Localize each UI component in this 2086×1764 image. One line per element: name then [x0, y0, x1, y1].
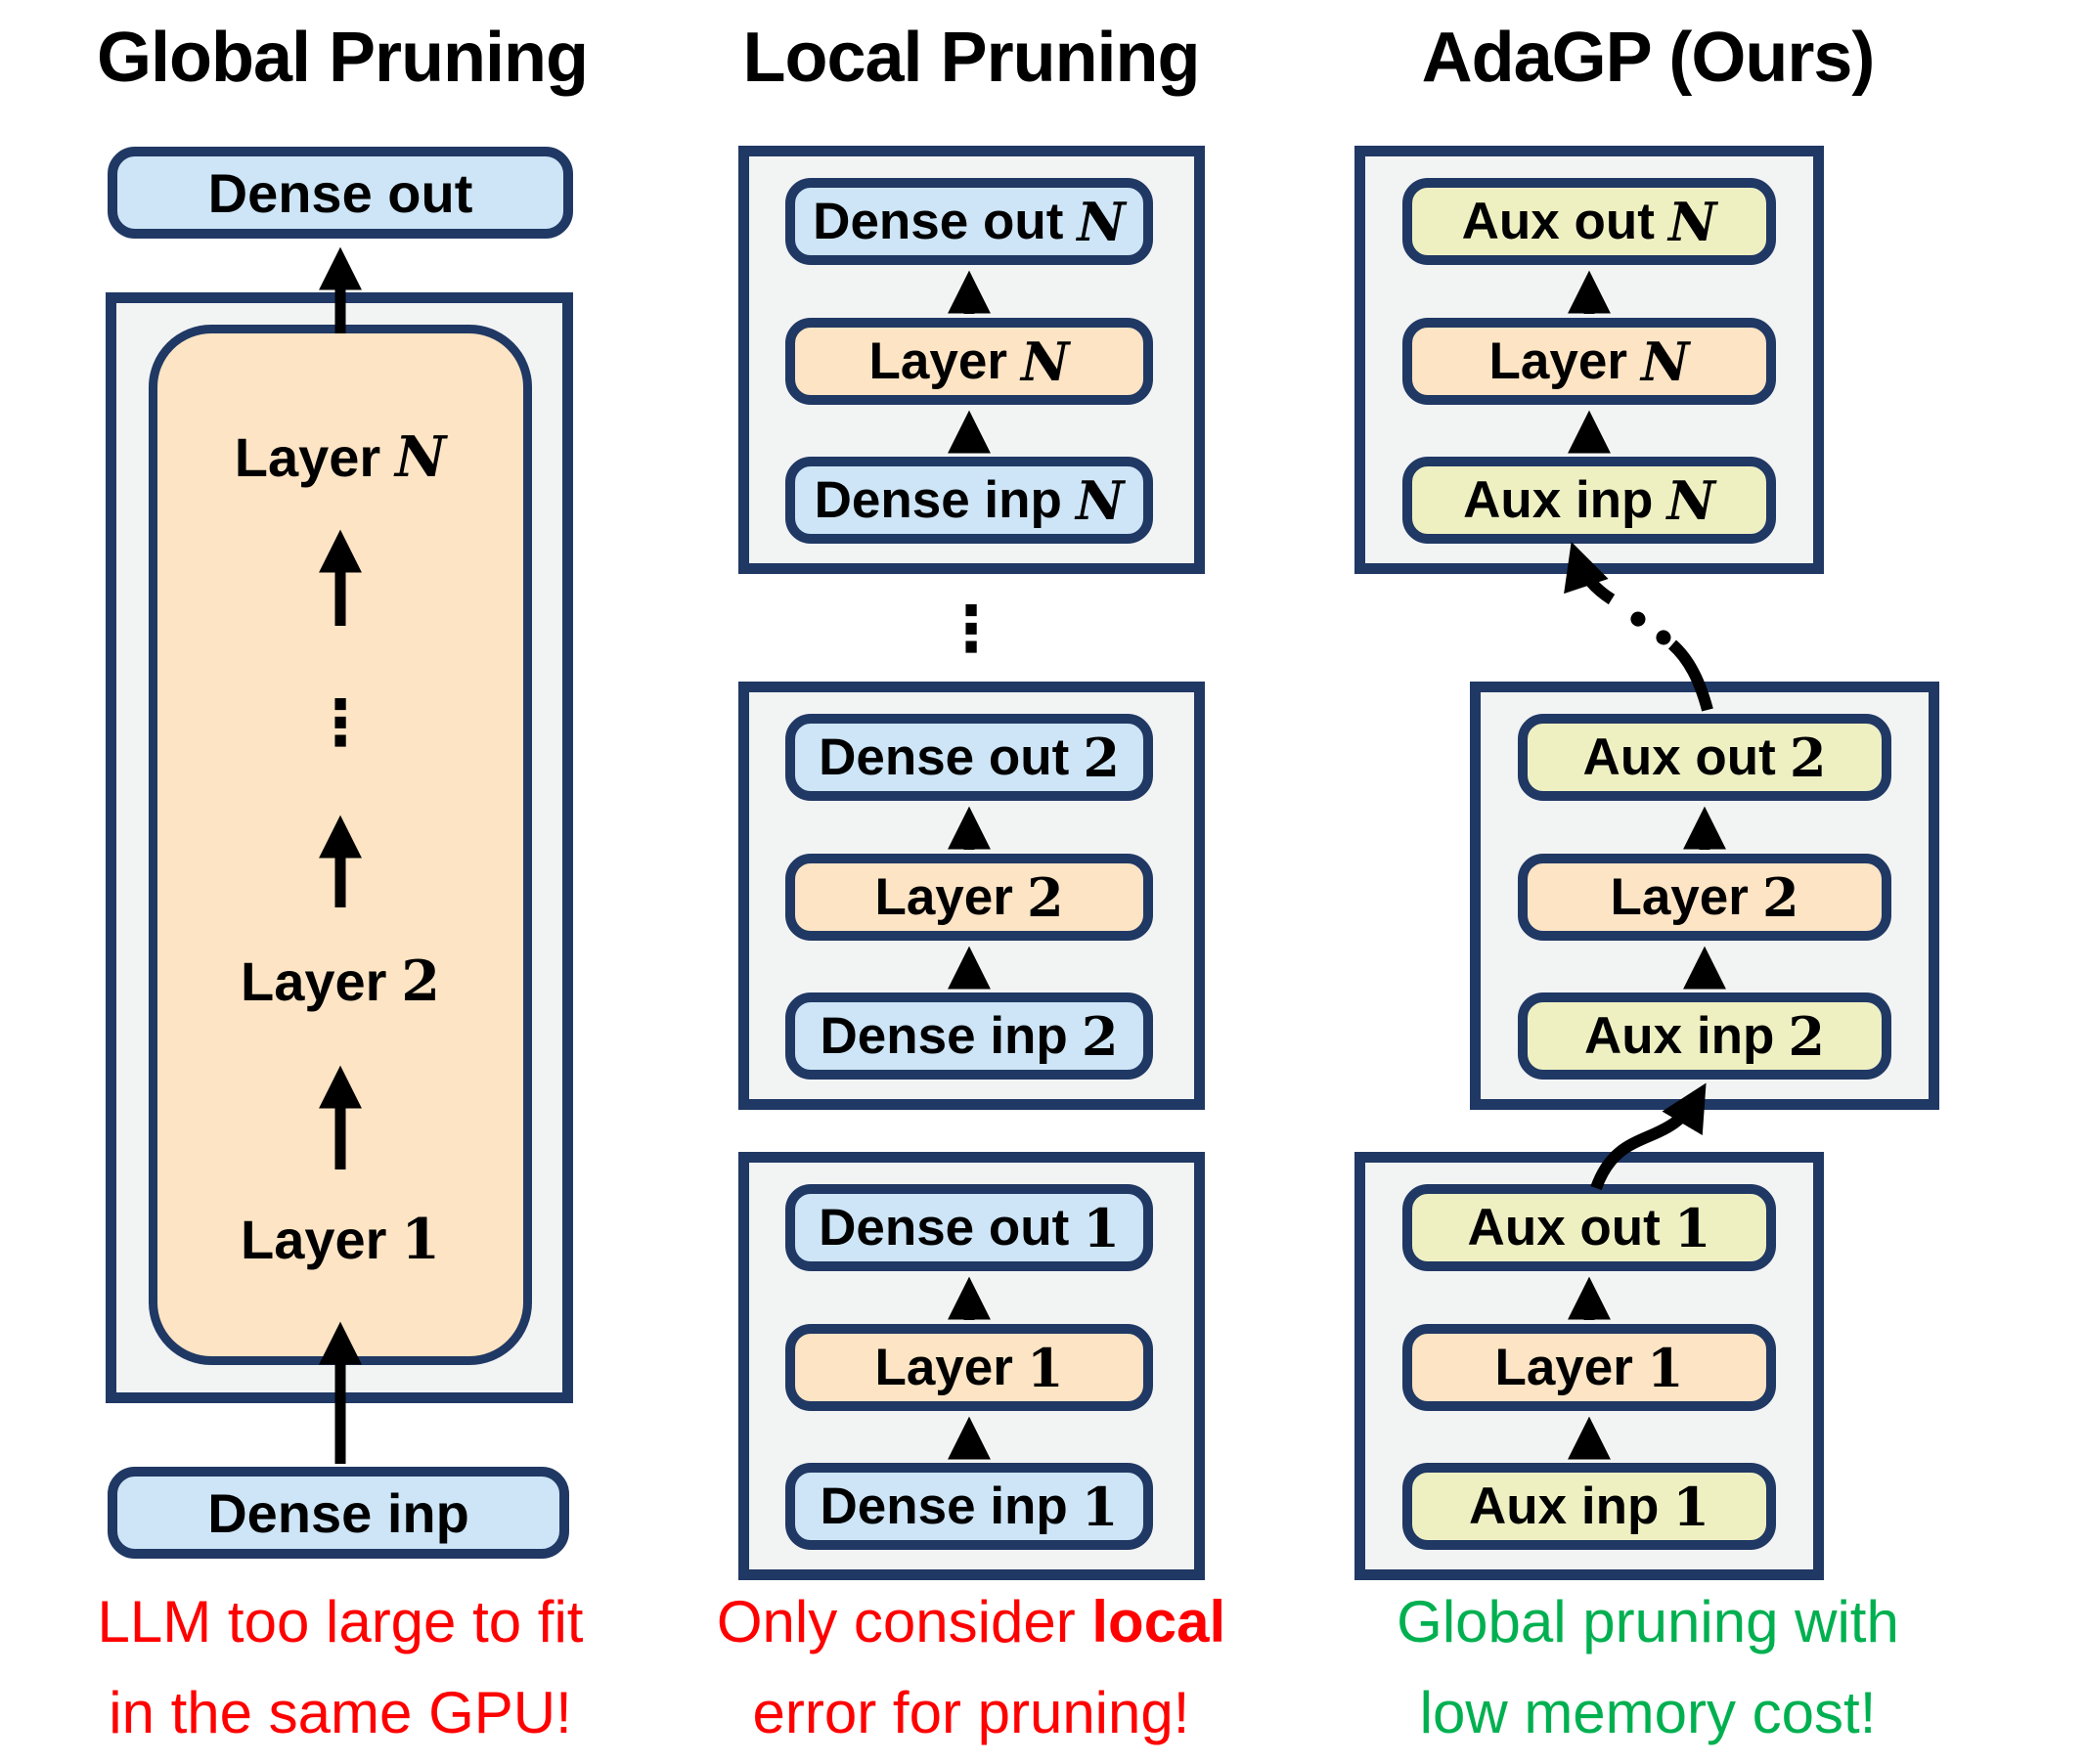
- vertical-ellipsis-icon-global: ⋮: [309, 687, 372, 760]
- dense-inp-box: Dense inp: [108, 1467, 569, 1559]
- caption-global-line2: in the same GPU!: [109, 1680, 572, 1745]
- caption-local-line2: error for pruning!: [752, 1680, 1190, 1745]
- dotted-ellipsis-curve-icon: [1612, 598, 1671, 645]
- dense-out-label: Dense out: [207, 161, 473, 224]
- caption-adagp-line1: Global pruning with: [1397, 1589, 1899, 1654]
- caption-local-line1: Only consider local: [716, 1589, 1226, 1654]
- vertical-ellipsis-icon-local: ⋮: [940, 594, 1002, 666]
- dense-out-box: Dense out: [108, 147, 573, 239]
- title-local-pruning: Local Pruning: [742, 19, 1200, 97]
- caption-adagp-line2: low memory cost!: [1419, 1680, 1877, 1745]
- dense-inp-label: Dense inp: [207, 1481, 469, 1544]
- caption-adagp: Global pruning with low memory cost!: [1397, 1576, 1899, 1758]
- title-global-pruning: Global Pruning: [97, 19, 589, 97]
- caption-global-line1: LLM too large to fit: [97, 1589, 584, 1654]
- caption-local: Only consider local error for pruning!: [717, 1576, 1225, 1758]
- title-adagp: AdaGP (Ours): [1421, 19, 1876, 97]
- caption-global: LLM too large to fit in the same GPU!: [98, 1576, 584, 1758]
